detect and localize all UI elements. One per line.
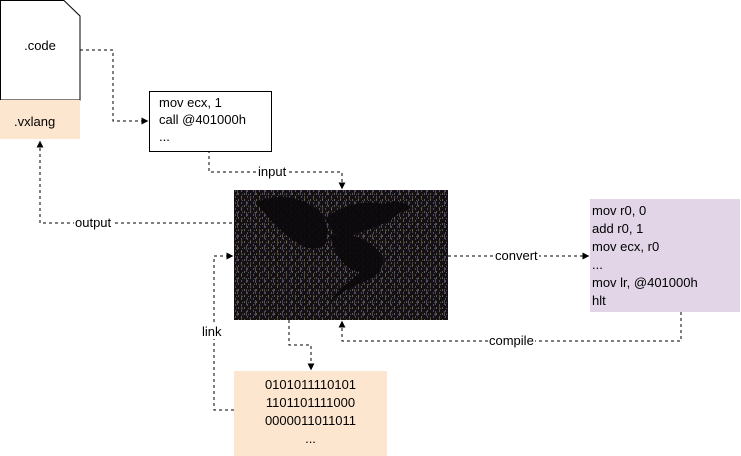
vxlang-label: .vxlang [14,114,56,129]
asm-line: call @401000h [159,112,246,127]
edge-label-compile: compile [488,333,535,348]
binary-line: 0000011011011 [264,413,357,428]
binary-line: 0101011110101 [264,377,357,392]
code-file-label: .code [24,38,56,53]
asm-line: mov ecx, 1 [159,95,222,110]
binary-line: ... [305,431,316,446]
edge-label-output: output [74,215,113,230]
dragon-silhouette [256,196,412,302]
edge-label-convert: convert [494,248,539,263]
edge-output [36,140,232,224]
vm-line: mov r0, 0 [592,203,647,218]
edge-code-to-asm [80,49,149,125]
code-document-shape [0,0,81,101]
asm-code-box: mov ecx, 1 call @401000h ... [149,91,272,152]
binary-box: 0101011110101 1101101111000 000001101101… [234,371,387,456]
edge-art-to-binary [288,320,315,371]
binary-line: 1101101111000 [265,395,356,410]
vm-line: hlt [592,293,606,308]
vm-line: mov lr, @401000h [592,275,698,290]
edge-input [208,150,346,190]
vm-line: ... [592,257,603,272]
edge-label-input: input [257,164,288,179]
vm-line: mov ecx, r0 [592,239,660,254]
vm-code-box: mov r0, 0 add r0, 1 mov ecx, r0 ... mov … [590,199,740,312]
dragon-matrix-image [234,190,448,320]
edge-label-link: link [201,324,223,339]
vm-line: add r0, 1 [592,221,644,236]
vxlang-box: .vxlang [0,100,80,139]
asm-line: ... [159,129,170,144]
